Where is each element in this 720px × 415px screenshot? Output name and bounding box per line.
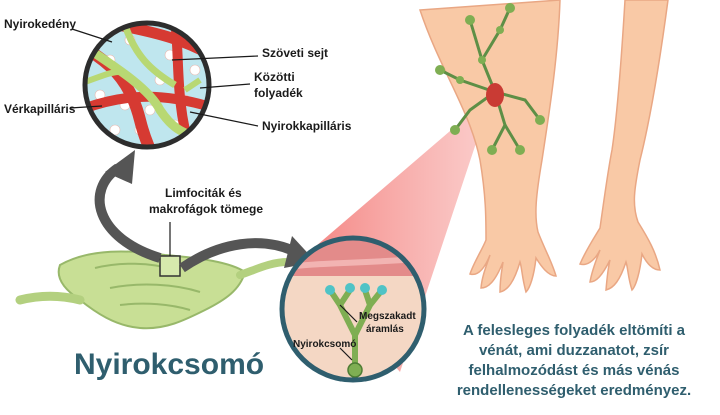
page-title: Nyirokcsomó — [74, 348, 265, 381]
tissue-cell-label: Szöveti sejt — [262, 46, 329, 60]
lymphocytes-label-2: makrofágok tömege — [149, 202, 264, 216]
interrupted-flow-label-1: Megszakadt — [359, 311, 416, 322]
lymph-node-illustration — [15, 250, 292, 330]
lymphocytes-label-1: Limfociták és — [165, 186, 242, 200]
interrupted-flow-label-2: áramlás — [366, 324, 404, 335]
interstitial-fluid-label-1: Közötti — [254, 70, 295, 84]
small-lymph-node-label: Nyirokcsomó — [293, 339, 357, 350]
healthy-arm-illustration — [578, 0, 669, 292]
caption-line-4: rendellenességeket eredményez. — [456, 382, 692, 399]
swollen-arm-illustration — [418, 0, 561, 294]
zoom-circle — [279, 235, 427, 383]
caption-text: A felesleges folyadék eltömíti a vénát, … — [428, 321, 720, 401]
arrow-to-tissue — [94, 150, 162, 263]
leader-lines — [69, 28, 358, 361]
tissue-magnifier-icon — [82, 20, 212, 150]
lymph-capillary-label: Nyirokkapilláris — [262, 119, 352, 133]
caption-line-3: felhalmozódást és más vénás — [468, 362, 680, 379]
caption-line-1: A felesleges folyadék eltömíti a — [462, 322, 686, 339]
lymph-vessel-label: Nyirokedény — [4, 17, 77, 31]
interstitial-fluid-label-2: folyadék — [254, 86, 303, 100]
blood-capillary-label: Vérkapilláris — [4, 102, 76, 116]
caption-line-2: vénát, ami duzzanatot, zsír — [478, 342, 670, 359]
